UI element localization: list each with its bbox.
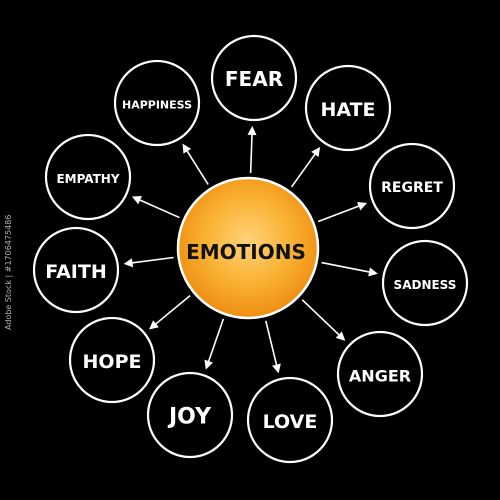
connector-line [127,256,174,265]
emotion-nodes: FEAR HATE REGRET SADNESS ANGER LOVE JOY [32,34,469,464]
node-faith: FAITH [32,226,120,314]
node-hate: HATE [304,64,392,152]
center-circle [176,176,320,320]
node-joy: JOY [146,371,234,459]
node-ring [32,226,120,314]
node-happiness: HAPPINESS [113,59,201,147]
node-label: HAPPINESS [122,99,192,112]
node-label: SADNESS [394,278,457,292]
node-label: LOVE [263,411,318,433]
node-label: JOY [167,405,212,430]
arrow-head-icon [182,143,192,154]
arrow-head-icon [311,147,321,157]
node-ring [368,142,456,230]
connector-line [317,203,364,223]
connector-line [301,299,343,339]
node-ring [304,64,392,152]
arrow-head-icon [272,363,281,374]
connector-line [265,320,279,370]
arrow-head-icon [149,320,159,330]
arrow-head-icon [204,359,213,370]
node-ring [246,376,334,464]
center-node: EMOTIONS [176,176,320,320]
arrow-head-icon [368,267,378,277]
node-label: HATE [320,99,375,121]
node-ring [146,371,234,459]
node-label: REGRET [381,180,443,196]
node-regret: REGRET [368,142,456,230]
node-ring [113,59,201,147]
node-anger: ANGER [336,330,424,418]
node-ring [381,239,469,327]
node-hope: HOPE [68,316,156,404]
watermark-text: Adobe Stock | #1706475486 [4,214,13,330]
connector-line [183,146,209,185]
arrow-head-icon [247,125,257,136]
connector-arrows [123,125,378,374]
arrow-head-icon [131,196,142,205]
node-label: EMPATHY [56,172,119,186]
node-sadness: SADNESS [381,239,469,327]
node-fear: FEAR [210,34,298,122]
node-label: HOPE [83,351,142,373]
node-label: ANGER [349,367,411,386]
node-label: FEAR [225,67,283,91]
connector-line [135,197,180,219]
node-ring [210,34,298,122]
connector-line [321,261,375,274]
connector-line [151,295,191,328]
connector-line [249,129,253,174]
connector-line [206,318,225,367]
center-label: EMOTIONS [186,240,306,264]
arrow-head-icon [357,201,368,211]
node-ring [336,330,424,418]
node-empathy: EMPATHY [44,133,132,221]
node-love: LOVE [246,376,334,464]
arrow-head-icon [335,331,346,341]
node-ring [44,133,132,221]
connector-line [290,149,319,188]
node-label: FAITH [45,261,106,283]
arrow-head-icon [123,258,134,268]
node-ring [68,316,156,404]
